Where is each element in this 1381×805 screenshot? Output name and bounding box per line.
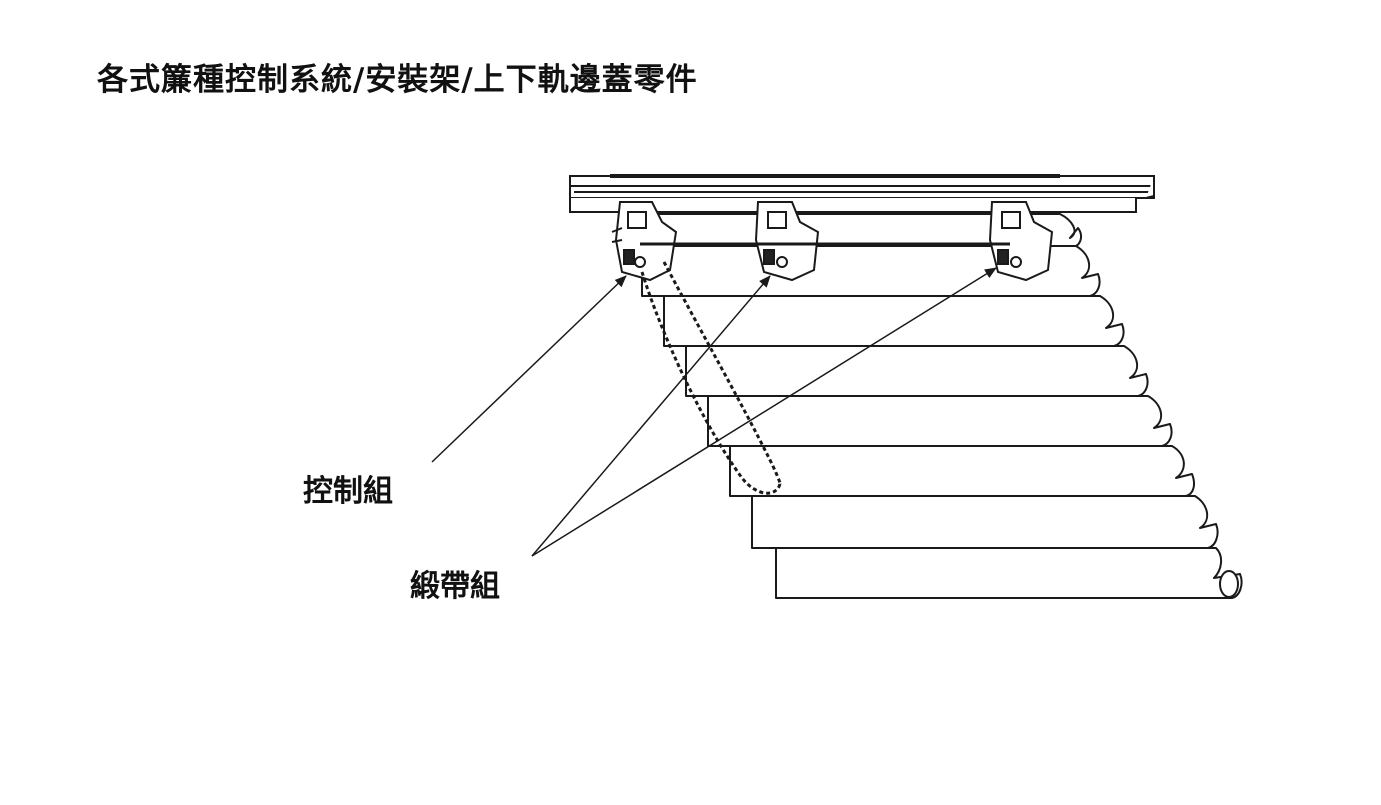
headrail (569, 174, 1155, 213)
leader-control-set (431, 275, 627, 463)
control-set-label: 控制組 (303, 474, 393, 509)
pleat-panel (751, 495, 1219, 549)
bottom-rail (775, 547, 1243, 599)
leader-ribbon-2 (531, 267, 997, 557)
pleat-panel (641, 245, 1101, 297)
control-unit (754, 201, 820, 282)
pleat-panel (619, 213, 1083, 247)
control-unit (611, 201, 678, 282)
ribbon-set-label: 緞帶組 (410, 569, 500, 604)
page-title: 各式簾種控制系統/安裝架/上下軌邊蓋零件 (97, 62, 698, 98)
bead-chain (640, 261, 782, 495)
pleat-panel (707, 395, 1173, 447)
bottom-rail-end-cap (1219, 570, 1239, 598)
pleated-fabric (619, 213, 1243, 599)
pleat-panel (663, 295, 1125, 347)
control-unit (988, 201, 1054, 282)
pleat-panel (685, 345, 1149, 397)
callout-leaders (431, 267, 997, 557)
pleat-panel (729, 445, 1195, 497)
leader-ribbon-1 (531, 275, 771, 557)
